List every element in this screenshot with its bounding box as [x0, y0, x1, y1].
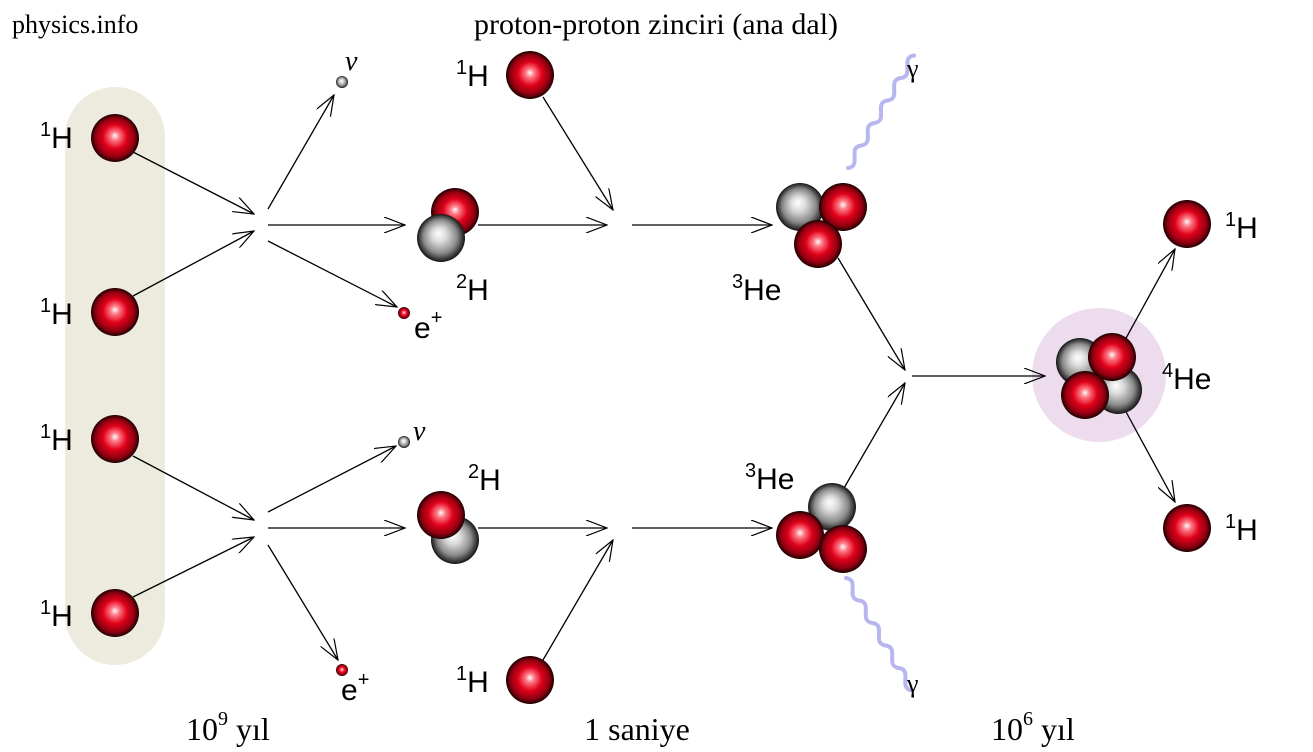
- hydrogen-band: [65, 87, 165, 665]
- positron: [336, 664, 348, 676]
- neutron: [776, 183, 824, 231]
- proton: [417, 491, 465, 539]
- proton: [91, 114, 139, 162]
- neutron: [417, 214, 465, 262]
- label-h1: 1H: [1225, 511, 1258, 547]
- label-h1: 1H: [40, 597, 73, 633]
- arrow: [267, 544, 338, 660]
- label-h1: 1H: [40, 295, 73, 331]
- label-he3: 3He: [732, 271, 781, 307]
- proton: [91, 288, 139, 336]
- site-credit: physics.info: [12, 10, 138, 39]
- proton: [1163, 504, 1211, 552]
- label-he4: 4He: [1162, 360, 1211, 396]
- arrow: [132, 537, 254, 598]
- timescale-step3: 106 yıl: [991, 708, 1075, 747]
- proton: [91, 589, 139, 637]
- label-h1: 1H: [1225, 209, 1258, 245]
- neutron: [808, 483, 856, 531]
- label-h1: 1H: [40, 421, 73, 457]
- label-positron: e+: [341, 669, 369, 707]
- arrow: [132, 231, 254, 297]
- timescale-step2: 1 saniye: [584, 711, 690, 747]
- label-gamma: γ: [906, 54, 919, 83]
- helium3-bottom: [776, 483, 867, 573]
- proton: [506, 656, 554, 704]
- proton: [506, 51, 554, 99]
- arrow: [267, 240, 397, 307]
- arrow: [542, 96, 613, 210]
- label-neutrino: ν: [345, 46, 358, 77]
- arrow: [542, 540, 613, 661]
- arrows: [132, 95, 1175, 661]
- gamma-wave-top: [846, 53, 916, 170]
- arrow: [267, 95, 334, 210]
- neutrino: [398, 436, 410, 448]
- arrow: [267, 446, 396, 513]
- arrow: [843, 383, 905, 489]
- label-gamma: γ: [906, 669, 919, 698]
- gamma-wave-bottom: [844, 576, 914, 693]
- label-h1: 1H: [456, 663, 489, 699]
- proton: [819, 183, 867, 231]
- label-positron: e+: [414, 307, 442, 345]
- label-h2: 2H: [468, 461, 501, 497]
- proton: [1163, 200, 1211, 248]
- arrow: [837, 257, 905, 370]
- arrow: [132, 455, 254, 520]
- label-h1: 1H: [456, 57, 489, 93]
- neutrino: [336, 76, 348, 88]
- proton: [819, 525, 867, 573]
- arrow: [1124, 249, 1175, 341]
- deuterium-bottom: [417, 491, 479, 564]
- timescale-step1: 109 yıl: [186, 708, 270, 747]
- helium4-nucleus: [1056, 333, 1142, 419]
- proton: [1061, 371, 1109, 419]
- positron: [398, 307, 410, 319]
- label-neutrino: ν: [413, 416, 426, 447]
- diagram-title: proton-proton zinciri (ana dal): [474, 8, 838, 41]
- proton: [794, 220, 842, 268]
- label-h2: 2H: [456, 271, 489, 307]
- proton: [1088, 333, 1136, 381]
- proton: [91, 415, 139, 463]
- deuterium-top: [417, 188, 479, 262]
- helium3-top: [776, 183, 867, 268]
- proton: [776, 511, 824, 559]
- label-he3: 3He: [745, 460, 794, 496]
- label-h1: 1H: [40, 119, 73, 155]
- arrow: [1124, 409, 1175, 502]
- arrow: [132, 151, 254, 214]
